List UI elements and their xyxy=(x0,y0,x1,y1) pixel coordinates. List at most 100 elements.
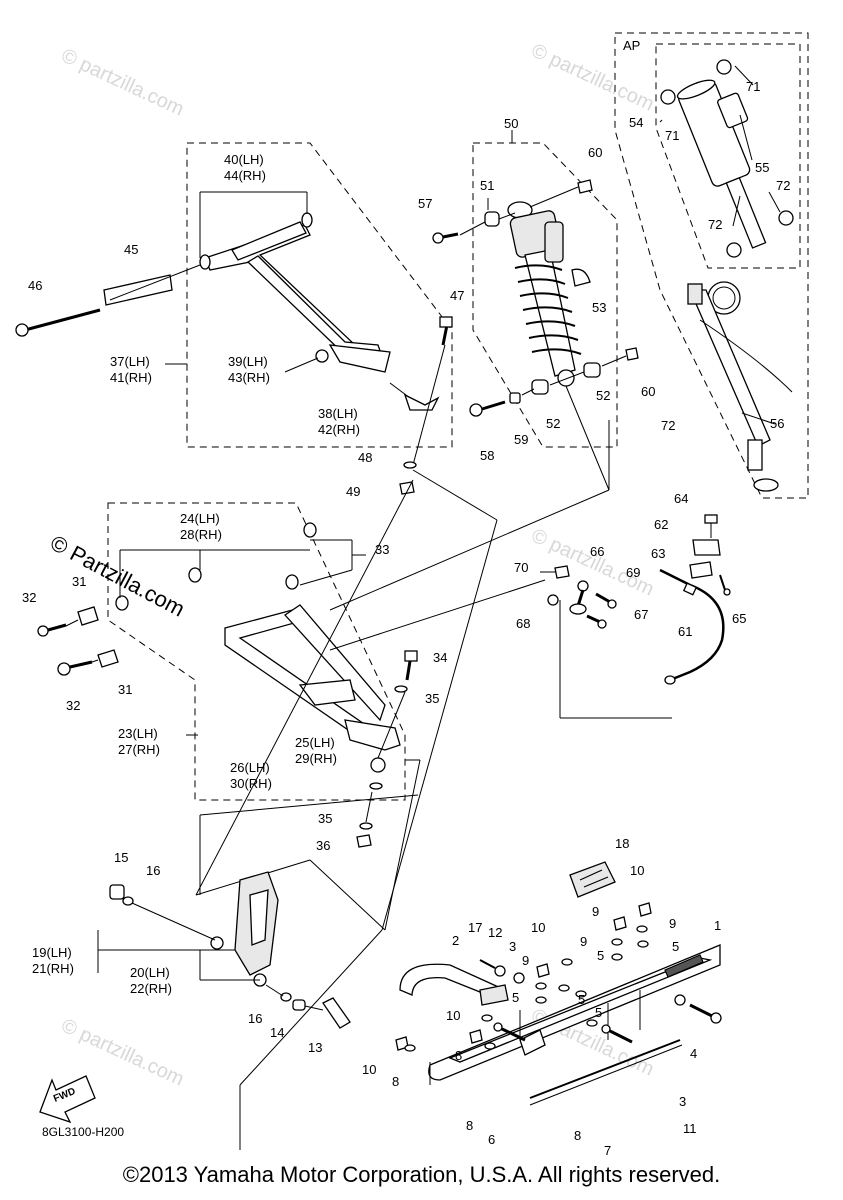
bushing-24 xyxy=(303,522,317,538)
nut-3b xyxy=(674,994,686,1006)
callout-14: 14 xyxy=(270,1025,284,1040)
bolt-58 xyxy=(469,400,506,417)
screw-64 xyxy=(704,514,718,538)
washer-48 xyxy=(403,461,417,469)
callout-6: 6 xyxy=(488,1132,495,1147)
callout-5d: 5 xyxy=(578,992,585,1007)
washer-26 xyxy=(369,782,383,790)
bushing-71b xyxy=(660,89,676,105)
fwd-arrow-icon: FWD xyxy=(39,1075,96,1124)
bolt-6 xyxy=(493,1022,526,1042)
collar-59 xyxy=(509,392,521,404)
callout-8d: 8 xyxy=(574,1128,581,1143)
callout-56: 56 xyxy=(770,416,784,431)
nut-60a xyxy=(577,179,593,194)
callout-10d: 10 xyxy=(362,1062,376,1077)
callout-9d: 9 xyxy=(669,916,676,931)
callout-21: 21(RH) xyxy=(32,961,74,976)
ap-kit-box: AP xyxy=(614,32,809,499)
callout-72c: 72 xyxy=(661,418,675,433)
callout-66: 66 xyxy=(590,544,604,559)
callout-50: 50 xyxy=(504,116,518,131)
ball-joint-25 xyxy=(370,757,386,773)
bushing-72a xyxy=(778,210,794,226)
callout-72b: 72 xyxy=(708,217,722,232)
washer-8c xyxy=(586,1019,598,1027)
callout-42: 42(RH) xyxy=(318,422,360,437)
callout-15: 15 xyxy=(114,850,128,865)
lower-a-arm xyxy=(224,604,401,751)
nut-70 xyxy=(554,565,570,579)
callout-52a: 52 xyxy=(546,416,560,431)
washer-16b xyxy=(280,992,292,1002)
callout-18: 18 xyxy=(615,836,629,851)
callout-9c: 9 xyxy=(592,904,599,919)
callout-67: 67 xyxy=(634,607,648,622)
callout-labels: 1 2 3 3 4 5 5 5 5 5 6 7 8 8 8 8 9 9 9 9 … xyxy=(22,79,790,1158)
washer-9c xyxy=(575,990,587,998)
callout-69: 69 xyxy=(626,565,640,580)
callout-3b: 3 xyxy=(679,1094,686,1109)
callout-55: 55 xyxy=(755,160,769,175)
holder-62 xyxy=(692,539,721,556)
callout-1: 1 xyxy=(714,918,721,933)
bolt-13 xyxy=(322,997,351,1029)
callout-28: 28(RH) xyxy=(180,527,222,542)
copyright-notice: ©2013 Yamaha Motor Corporation, U.S.A. A… xyxy=(122,1162,721,1187)
callout-26: 26(LH) xyxy=(230,760,270,775)
callout-61: 61 xyxy=(678,624,692,639)
nut-10a xyxy=(469,1029,483,1044)
nut-10c xyxy=(536,963,550,978)
callout-49: 49 xyxy=(346,484,360,499)
collar-52b xyxy=(583,362,601,378)
callout-11: 11 xyxy=(683,1121,697,1136)
upper-arm-box xyxy=(15,142,453,448)
collar-31a xyxy=(77,606,99,626)
bolt-32a xyxy=(37,623,67,637)
part-12 xyxy=(494,965,506,977)
callout-4: 4 xyxy=(690,1046,697,1061)
washer-9b xyxy=(535,982,547,990)
callout-12: 12 xyxy=(488,925,502,940)
callout-30: 30(RH) xyxy=(230,776,272,791)
washer-9e xyxy=(636,925,648,933)
bushing-71a xyxy=(716,59,732,75)
cover-53 xyxy=(571,268,591,287)
nut-10e xyxy=(638,902,652,917)
callout-29: 29(RH) xyxy=(295,751,337,766)
diagram-code: 8GL3100-H200 xyxy=(42,1125,125,1139)
callout-23: 23(LH) xyxy=(118,726,158,741)
callout-2: 2 xyxy=(452,933,459,948)
callout-60b: 60 xyxy=(641,384,655,399)
washer-5d xyxy=(637,940,649,948)
bolt-69 xyxy=(595,592,617,609)
callout-44: 44(RH) xyxy=(224,168,266,183)
callout-35a: 35 xyxy=(425,691,439,706)
callout-8b: 8 xyxy=(392,1074,399,1089)
callout-64: 64 xyxy=(674,491,688,506)
callout-5e: 5 xyxy=(595,1005,602,1020)
bushing-31 xyxy=(115,595,129,611)
callout-72a: 72 xyxy=(776,178,790,193)
bracket-63 xyxy=(689,561,713,579)
callout-16a: 16 xyxy=(146,863,160,878)
ski-assembly xyxy=(399,861,721,1106)
washer-5b xyxy=(535,996,547,1004)
callout-8c: 8 xyxy=(466,1118,473,1133)
ap-label: AP xyxy=(623,38,640,53)
callout-53: 53 xyxy=(592,300,606,315)
svg-text:© partzilla.com: © partzilla.com xyxy=(58,1015,187,1091)
callout-41: 41(RH) xyxy=(110,370,152,385)
nut-10d xyxy=(613,916,627,931)
callout-39: 39(LH) xyxy=(228,354,268,369)
connector-lines xyxy=(195,385,672,1150)
callout-63: 63 xyxy=(651,546,665,561)
callout-54: 54 xyxy=(629,115,643,130)
callout-3a: 3 xyxy=(509,939,516,954)
callout-43: 43(RH) xyxy=(228,370,270,385)
shock-box xyxy=(432,130,639,448)
callout-62: 62 xyxy=(654,517,668,532)
callout-40: 40(LH) xyxy=(224,152,264,167)
collar-51 xyxy=(484,211,500,227)
callout-47: 47 xyxy=(450,288,464,303)
